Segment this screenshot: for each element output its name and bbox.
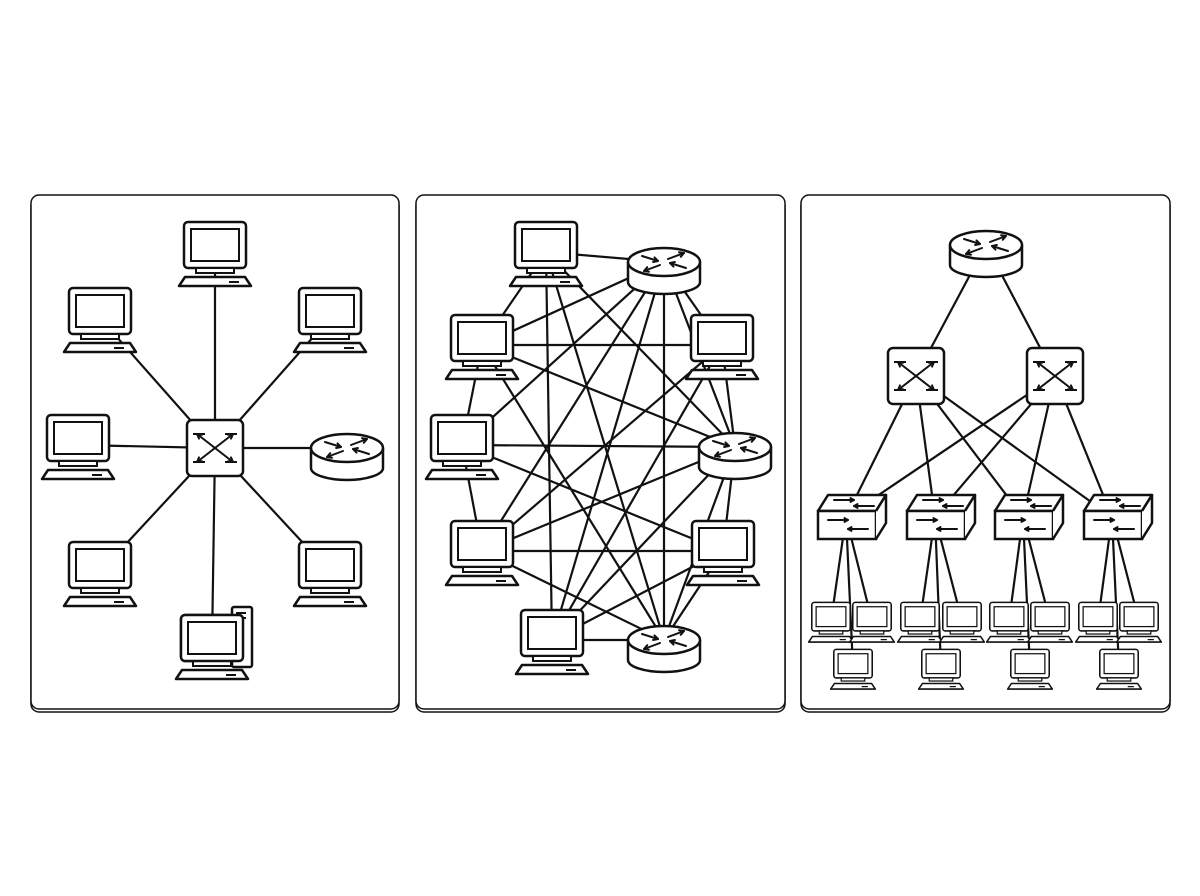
desktop-tower-icon	[174, 605, 254, 681]
network-link	[551, 446, 736, 641]
network-link	[551, 344, 723, 641]
computer-icon	[829, 648, 877, 690]
computer-icon	[684, 313, 760, 381]
computer-icon	[896, 601, 944, 643]
computer-icon	[985, 601, 1033, 643]
computer-icon	[1074, 601, 1122, 643]
computer-icon	[1095, 648, 1143, 690]
computer-icon	[40, 413, 116, 481]
computer-icon	[444, 519, 520, 587]
computer-icon	[938, 601, 986, 643]
computer-icon	[444, 313, 520, 381]
computer-icon	[292, 286, 368, 354]
network-link	[481, 343, 736, 449]
access-switch-icon	[816, 493, 888, 541]
computer-icon	[62, 540, 138, 608]
network-link	[481, 344, 723, 552]
network-link	[481, 344, 665, 641]
router-icon	[309, 432, 385, 482]
computer-icon	[514, 608, 590, 676]
network-link	[550, 261, 666, 641]
network-link	[845, 375, 1056, 518]
computer-icon	[1026, 601, 1074, 643]
router-icon	[697, 431, 773, 481]
computer-icon	[685, 519, 761, 587]
hierarchical-topology-panel	[800, 194, 1171, 713]
switch-icon	[185, 418, 245, 478]
access-switch-icon	[993, 493, 1065, 541]
switch-icon	[1025, 346, 1085, 406]
computer-icon	[848, 601, 896, 643]
network-link	[461, 443, 724, 553]
access-switch-icon	[905, 493, 977, 541]
computer-icon	[1115, 601, 1163, 643]
network-link	[915, 375, 1113, 518]
switch-icon	[886, 346, 946, 406]
computer-icon	[62, 286, 138, 354]
access-switch-icon	[1082, 493, 1154, 541]
computer-icon	[807, 601, 855, 643]
network-link	[210, 447, 217, 646]
computer-icon	[917, 648, 965, 690]
network-link	[481, 445, 736, 553]
computer-icon	[292, 540, 368, 608]
network-link	[461, 261, 665, 446]
network-link	[481, 261, 665, 552]
computer-icon	[508, 220, 584, 288]
network-link	[461, 443, 736, 449]
computer-icon	[1006, 648, 1054, 690]
router-icon	[948, 229, 1024, 279]
computer-icon	[424, 413, 500, 481]
router-icon	[626, 246, 702, 296]
computer-icon	[177, 220, 253, 288]
router-icon	[626, 624, 702, 674]
